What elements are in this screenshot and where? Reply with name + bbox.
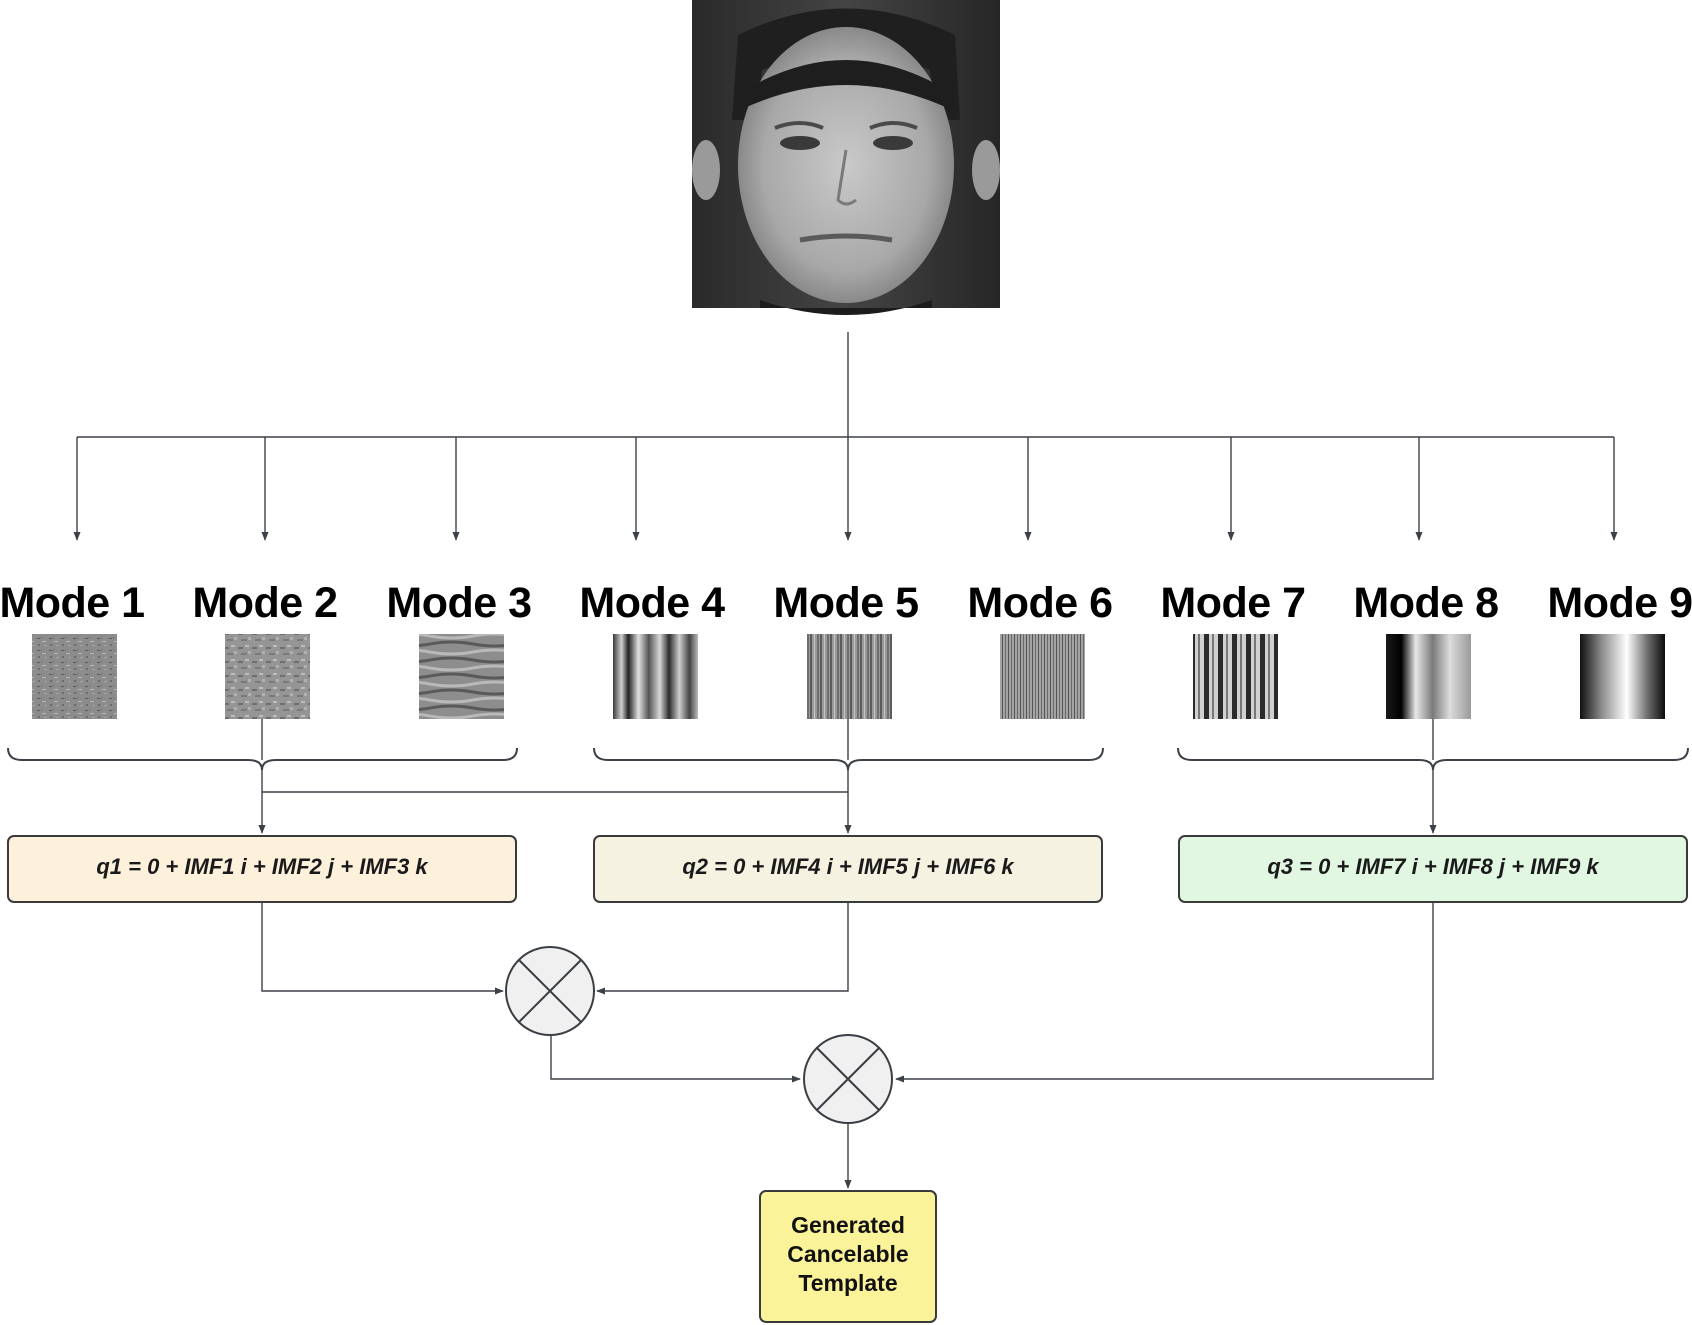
q2-formula: q2 = 0 + IMF4 i + IMF5 j + IMF6 k [682, 854, 1015, 879]
mode-labels: Mode 1 Mode 2 Mode 3 Mode 4 Mode 5 Mode … [0, 579, 1692, 627]
mode-6-label: Mode 6 [967, 579, 1112, 627]
output-line-1: Generated [791, 1212, 905, 1238]
mode-8-label: Mode 8 [1353, 579, 1498, 627]
mode-3-image [419, 634, 504, 719]
mode-6-image [1000, 634, 1085, 719]
q1-formula: q1 = 0 + IMF1 i + IMF2 j + IMF3 k [96, 854, 429, 879]
mode-7-image [1193, 634, 1278, 719]
q3-formula: q3 = 0 + IMF7 i + IMF8 j + IMF9 k [1267, 854, 1600, 879]
output-line-3: Template [798, 1270, 897, 1296]
mode-9-image [1580, 634, 1665, 719]
multiply-operator-2 [803, 1034, 893, 1124]
quaternion-boxes: q1 = 0 + IMF1 i + IMF2 j + IMF3 k q2 = 0… [7, 835, 1688, 903]
output-line-2: Cancelable [787, 1241, 908, 1267]
multiply-operator-1 [505, 946, 595, 1036]
mode-5-label: Mode 5 [773, 579, 918, 627]
mode-2-image [225, 634, 310, 719]
mode-3-label: Mode 3 [386, 579, 531, 627]
mode-4-label: Mode 4 [579, 579, 725, 627]
mode-5-image [807, 634, 892, 719]
output-template-box: Generated Cancelable Template [759, 1190, 937, 1323]
mode-8-image [1386, 634, 1471, 719]
mode-thumbnails [32, 634, 1665, 719]
mode-1-label: Mode 1 [0, 579, 145, 627]
mode-2-label: Mode 2 [192, 579, 337, 627]
mode-4-image [613, 634, 698, 719]
mode-9-label: Mode 9 [1547, 579, 1692, 627]
input-face-image [692, 0, 1000, 315]
output-box [759, 1190, 937, 1323]
brace-to-box-connectors [258, 770, 1437, 834]
group-braces [7, 719, 1689, 771]
multiplier-connectors [261, 902, 1434, 1189]
mode-7-label: Mode 7 [1160, 579, 1305, 627]
fan-out-connectors [73, 332, 1618, 541]
mode-1-image [32, 634, 117, 719]
